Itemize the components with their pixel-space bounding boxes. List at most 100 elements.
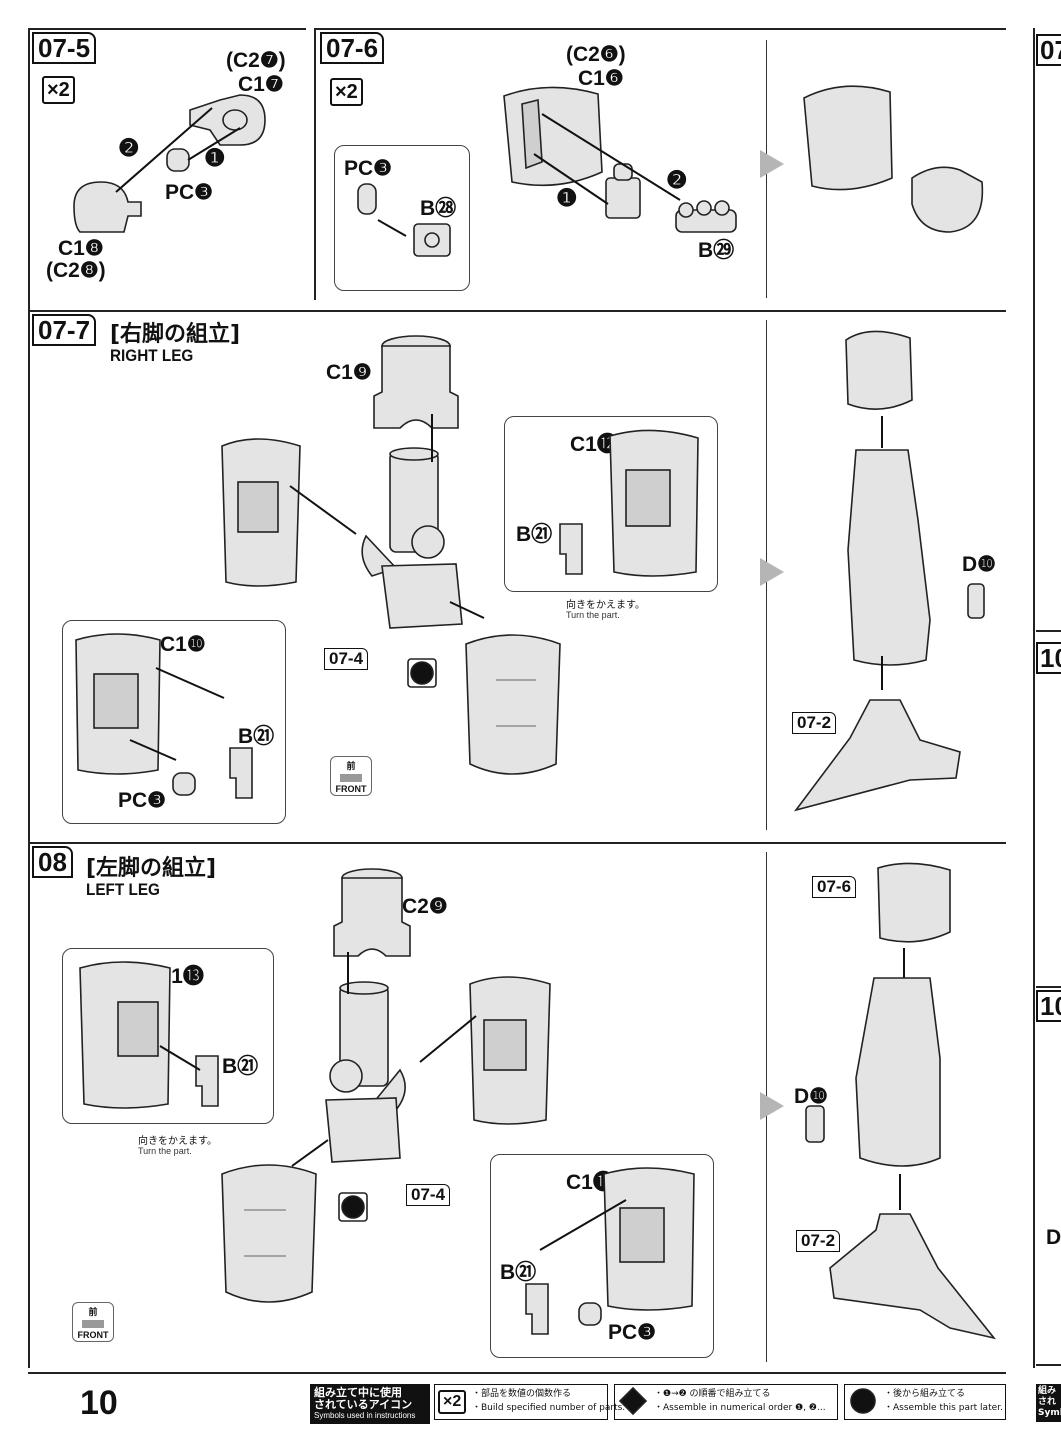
step-title-jp: [左脚の組立] xyxy=(86,856,217,881)
rule-0707 xyxy=(28,310,1006,312)
step-reference-07-2: 07-2 xyxy=(792,712,837,734)
joint-block-part-small xyxy=(413,223,451,257)
part-label: C1⓫ xyxy=(566,1171,614,1194)
legend-order xyxy=(614,1384,838,1420)
turn-note-jp: 向きをかえます。 xyxy=(138,1136,217,1147)
part-label: B㉑ xyxy=(516,523,553,546)
pin-row-part xyxy=(675,200,737,233)
multiplier-badge: ×2 xyxy=(42,76,75,104)
polycap-part xyxy=(172,772,196,796)
bracket-part xyxy=(559,523,583,575)
step-reference-07-4: 07-4 xyxy=(406,1184,451,1206)
next-page-rule xyxy=(1036,986,1061,988)
lower-leg-frame-part xyxy=(361,447,463,629)
legend-multiplier-en: ・Build specified number of parts. xyxy=(472,1403,626,1413)
turn-note-jp: 向きをかえます。 xyxy=(566,600,645,611)
divider-0705-0706 xyxy=(314,28,316,300)
part-label: B㉘ xyxy=(420,197,457,220)
next-page-legend-fragment: 組み され Symb xyxy=(1036,1384,1061,1422)
assembled-right-leg-result xyxy=(793,330,985,812)
part-label: (C2❻) xyxy=(566,43,626,66)
bracket-part xyxy=(195,1055,219,1107)
polycap-part xyxy=(357,183,377,215)
lower-leg-frame-part xyxy=(325,981,406,1163)
legend-later xyxy=(844,1384,1006,1420)
footer-rule xyxy=(28,1372,1006,1374)
shin-shell-detail xyxy=(75,633,161,775)
knee-cylinder-part xyxy=(373,335,459,429)
symbols-legend-title: 組み立て中に使用 されているアイコン Symbols used in instr… xyxy=(310,1384,430,1424)
multiplier-icon: ×2 xyxy=(438,1390,467,1414)
step-order-marker: ❶ xyxy=(204,145,226,172)
rule-08 xyxy=(28,842,1006,844)
part-label: C1❾ xyxy=(326,361,372,384)
result-arrow xyxy=(760,150,784,178)
front-armor-part xyxy=(465,634,561,775)
next-page-edge-fragment: 10 xyxy=(1036,990,1061,1022)
next-page-rule xyxy=(1036,630,1061,632)
turn-note-en: Turn the part. xyxy=(566,610,620,620)
part-label: C1❻ xyxy=(578,67,624,90)
step-reference-07-6: 07-6 xyxy=(812,876,857,898)
step-label-07-6: 07-6 xyxy=(320,32,385,64)
thigh-shell-part xyxy=(503,86,603,187)
knee-joint-part-lower xyxy=(73,181,142,233)
part-label: D❿ xyxy=(794,1085,828,1108)
knee-joint-part-upper xyxy=(189,94,266,146)
frame-left-rule xyxy=(28,28,30,1368)
step-title-jp: [右脚の組立] xyxy=(110,322,241,347)
step-reference-07-4: 07-4 xyxy=(324,648,369,670)
step-reference-07-2: 07-2 xyxy=(796,1230,841,1252)
step-order-marker: ❷ xyxy=(666,167,688,194)
next-page-edge-fragment: D xyxy=(1046,1226,1061,1249)
step-label-08: 08 xyxy=(32,846,73,878)
assembly-arrows xyxy=(377,113,681,237)
part-label: C1❿ xyxy=(160,633,206,656)
part-label: PC❸ xyxy=(165,181,213,204)
knee-cylinder-part xyxy=(333,868,411,957)
step-label-07-7: 07-7 xyxy=(32,314,97,346)
bracket-part xyxy=(525,1283,549,1335)
front-direction-badge: 前 FRONT xyxy=(330,756,372,796)
part-label: D❿ xyxy=(962,553,996,576)
assemble-later-icon xyxy=(850,1388,876,1414)
assemble-later-icon xyxy=(407,658,437,688)
shin-shell-detail xyxy=(603,1167,695,1311)
frame-right-rule xyxy=(1033,28,1035,1368)
part-label: C1❽ xyxy=(58,237,104,260)
multiplier-badge: ×2 xyxy=(330,78,363,106)
result-arrow xyxy=(760,558,784,586)
numerical-order-icon xyxy=(618,1386,648,1416)
assembly-arrows xyxy=(129,414,485,761)
part-label: C1⓬ xyxy=(570,433,618,456)
front-direction-badge: 前 FRONT xyxy=(72,1302,114,1342)
detail-inset-07-6 xyxy=(334,145,470,291)
rule-top-right xyxy=(316,28,1006,30)
assembled-thigh-result xyxy=(803,85,984,233)
legend-order-jp: ・❶→❷ の順番で組み立てる xyxy=(654,1389,771,1399)
step-order-marker: ❶ xyxy=(556,185,578,212)
turn-note-en: Turn the part. xyxy=(138,1146,192,1156)
result-arrow xyxy=(760,1092,784,1120)
step-label-07-5: 07-5 xyxy=(32,32,97,64)
legend-multiplier-jp: ・部品を数値の個数作る xyxy=(472,1389,572,1399)
part-label: B㉑ xyxy=(222,1055,259,1078)
page-number: 10 xyxy=(80,1384,118,1422)
next-page-rule xyxy=(1036,1364,1061,1366)
part-label: B㉑ xyxy=(238,725,275,748)
part-label: C2❾ xyxy=(402,895,448,918)
shin-shell-detail xyxy=(79,961,171,1109)
part-label: PC❸ xyxy=(118,789,166,812)
next-page-edge-fragment: 10 xyxy=(1036,642,1061,674)
step-title-en: LEFT LEG xyxy=(86,880,160,899)
step-order-marker: ❷ xyxy=(118,135,140,162)
part-label: PC❸ xyxy=(608,1321,656,1344)
part-label: (C2❽) xyxy=(46,259,106,282)
part-label: PC❸ xyxy=(344,157,392,180)
legend-multiplier xyxy=(434,1384,608,1420)
next-page-edge-fragment: 07 xyxy=(1036,34,1061,66)
shin-shell-detail xyxy=(609,429,699,577)
shin-shell-part xyxy=(221,438,301,587)
bracket-part xyxy=(229,747,253,799)
part-label: B㉙ xyxy=(698,239,735,262)
